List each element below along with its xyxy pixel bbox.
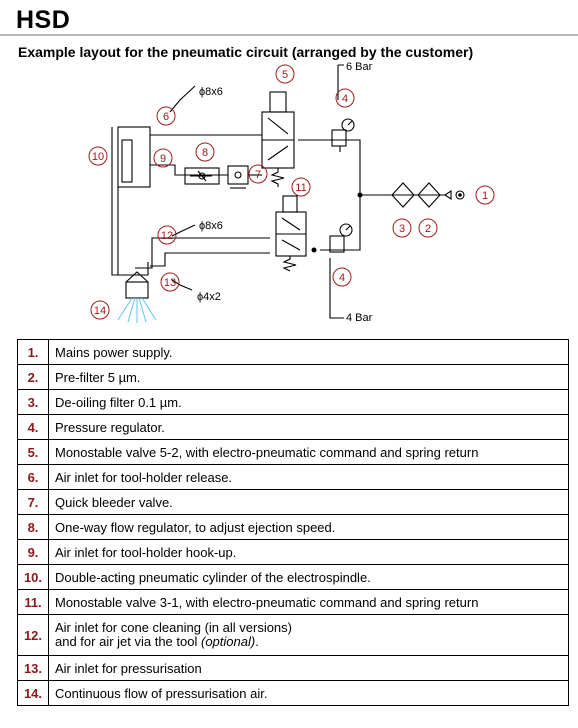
line-cone-cleaning — [135, 237, 270, 269]
svg-text:10: 10 — [92, 151, 104, 163]
svg-text:8: 8 — [202, 147, 208, 159]
svg-text:4: 4 — [339, 272, 345, 284]
callout-13 — [160, 272, 180, 292]
page-title: Example layout for the pneumatic circuit… — [18, 44, 474, 60]
nozzle — [125, 281, 149, 299]
pneumatic-circuit-diagram: 1 2 3 4 4 5 6 7 8 9 10 11 12 13 14 6 Bar… — [88, 61, 495, 324]
callout-12 — [157, 225, 177, 245]
table-row: 4. Pressure regulator. — [17, 414, 569, 440]
callout-14 — [90, 300, 110, 320]
label-4-bar: 4 Bar — [346, 312, 373, 324]
table-row: 14. Continuous flow of pressurisation ai… — [17, 680, 569, 706]
supply-line-low — [320, 195, 361, 251]
table-row: 6. Air inlet for tool-holder release. — [17, 464, 569, 490]
header-divider — [0, 34, 578, 36]
svg-text:6: 6 — [163, 111, 169, 123]
svg-text:11: 11 — [295, 182, 306, 194]
callout-2 — [418, 218, 438, 238]
table-row: 9. Air inlet for tool-holder hook-up. — [17, 539, 569, 565]
line-pressurisation — [150, 252, 270, 267]
svg-text:2: 2 — [425, 223, 431, 235]
flow-regulator — [184, 167, 220, 185]
callout-8 — [195, 142, 215, 162]
parts-legend-table: 1. Mains power supply. 2. Pre-filter 5 µ… — [17, 339, 569, 706]
svg-text:9: 9 — [160, 153, 166, 165]
callout-4-top — [335, 88, 355, 108]
table-row: 10. Double-acting pneumatic cylinder of … — [17, 564, 569, 590]
supply-line — [298, 139, 361, 195]
table-row: 1. Mains power supply. — [17, 339, 569, 365]
svg-text:12: 12 — [161, 230, 173, 242]
callout-7 — [248, 164, 268, 184]
cylinder-piston — [121, 139, 133, 183]
svg-text:1: 1 — [482, 190, 488, 202]
callout-3 — [392, 218, 412, 238]
label-6-bar: 6 Bar — [346, 61, 373, 73]
table-row: 11. Monostable valve 3-1, with electro-p… — [17, 589, 569, 615]
svg-text:5: 5 — [282, 69, 288, 81]
air-jet — [117, 297, 157, 323]
svg-text:3: 3 — [399, 223, 405, 235]
svg-text:13: 13 — [164, 277, 176, 289]
table-row: 8. One-way flow regulator, to adjust eje… — [17, 514, 569, 540]
callout-6 — [156, 106, 176, 126]
table-row: 13. Air inlet for pressurisation — [17, 655, 569, 681]
svg-text:14: 14 — [94, 305, 106, 317]
label-pipe-4x2: ϕ4x2 — [197, 291, 221, 303]
svg-text:4: 4 — [342, 93, 348, 105]
svg-text:7: 7 — [255, 169, 261, 181]
table-row: 5. Monostable valve 5-2, with electro-pn… — [17, 439, 569, 465]
callout-4-bottom — [332, 267, 352, 287]
callout-10 — [88, 146, 108, 166]
table-row: 7. Quick bleeder valve. — [17, 489, 569, 515]
callout-9 — [153, 148, 173, 168]
quick-bleeder — [227, 165, 249, 185]
table-row: 12. Air inlet for cone cleaning (in all … — [17, 614, 569, 656]
callout-1 — [475, 185, 495, 205]
cylinder-body — [117, 126, 151, 188]
brand-logo: HSD — [16, 6, 71, 34]
label-pipe-8x6-mid: ϕ8x6 — [199, 220, 223, 232]
callout-5 — [275, 64, 295, 84]
table-row: 3. De-oiling filter 0.1 µm. — [17, 389, 569, 415]
label-pipe-8x6-top: ϕ8x6 — [199, 86, 223, 98]
regulator-bottom — [329, 235, 345, 253]
regulator-top — [331, 129, 347, 147]
table-row: 2. Pre-filter 5 µm. — [17, 364, 569, 390]
callout-11 — [291, 177, 311, 197]
